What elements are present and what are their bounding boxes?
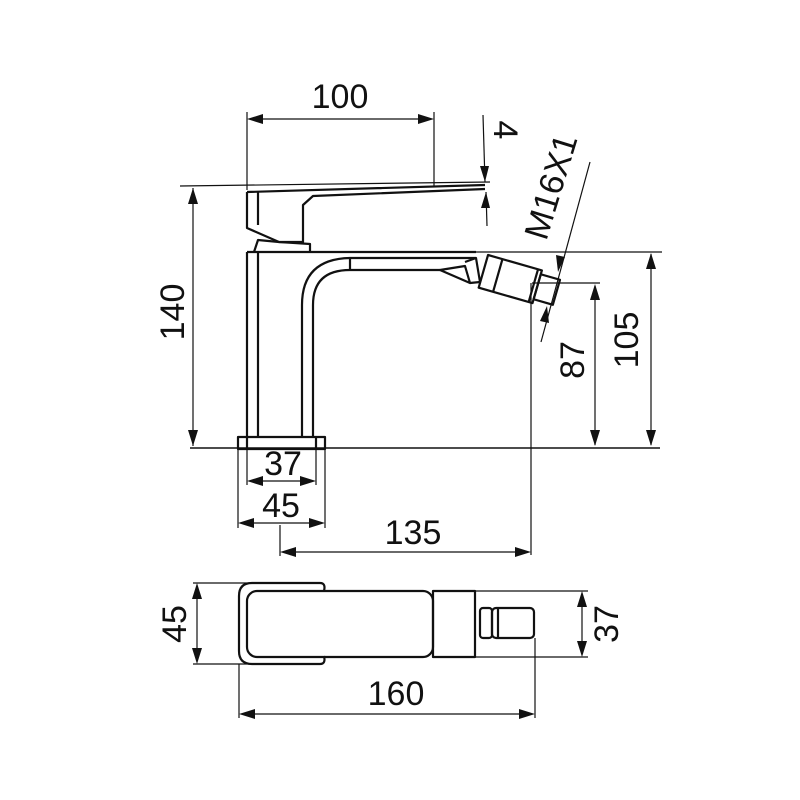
dim-top-body-width: 37: [475, 590, 626, 658]
dim-total-height: 140: [154, 188, 198, 446]
dim-label-base-inner: 37: [264, 445, 302, 483]
dim-label-outlet-height-high: 105: [608, 312, 646, 369]
top-view-nozzle: [478, 606, 536, 640]
dim-label-handle-offset: 4: [486, 121, 524, 140]
dim-total-length: 160: [238, 638, 536, 719]
dim-handle-length: 100: [246, 78, 435, 190]
dim-label-total-length: 160: [368, 675, 425, 713]
dim-thread: M16X1: [518, 130, 591, 343]
dim-label-outlet-height-low: 87: [554, 341, 592, 379]
dim-top-width: 45: [156, 582, 252, 665]
dim-base-outer: 45: [237, 449, 326, 528]
outlet-nozzle: [477, 253, 562, 306]
top-view: [237, 581, 536, 666]
dim-label-top-body-width: 37: [588, 605, 626, 643]
dim-outlet-height-low: 87: [530, 282, 600, 555]
mixer-body: [245, 250, 482, 437]
dim-label-thread: M16X1: [518, 130, 586, 244]
dim-label-top-width: 45: [156, 605, 194, 643]
dim-handle-offset: 4: [179, 114, 524, 227]
dim-label-spout-reach: 135: [385, 514, 442, 552]
dim-label-handle-length: 100: [312, 78, 369, 116]
dim-spout-reach: 135: [279, 514, 531, 557]
dim-label-total-height: 140: [154, 284, 192, 341]
dim-base-inner: 37: [246, 445, 317, 486]
lever-handle: [245, 183, 486, 253]
dim-outlet-height-high: 105: [476, 251, 662, 446]
mixer-base: [236, 435, 327, 451]
side-view: [190, 183, 660, 451]
dim-label-base-outer: 45: [262, 487, 300, 525]
